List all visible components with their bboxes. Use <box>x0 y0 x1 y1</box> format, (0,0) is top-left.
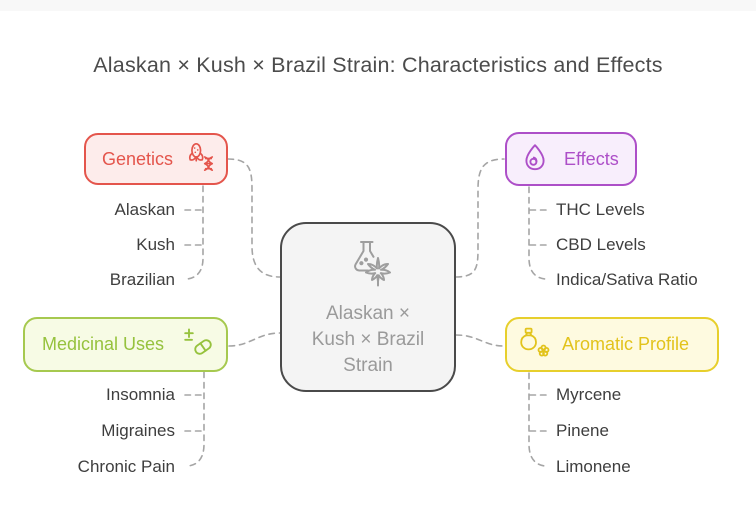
item-alaskan: Alaskan <box>114 200 175 219</box>
connector-effects-items <box>528 186 546 280</box>
item-thc-levels: THC Levels <box>556 200 645 219</box>
item-myrcene: Myrcene <box>556 385 622 404</box>
diagram-title: Alaskan × Kush × Brazil Strain: Characte… <box>93 53 663 77</box>
item-limonene: Limonene <box>556 457 631 476</box>
perfume-flower-icon <box>517 326 553 364</box>
item-kush: Kush <box>136 235 175 254</box>
center-node-line2: Kush × Brazil <box>311 328 425 350</box>
corn-dna-icon <box>184 141 216 178</box>
connector-center-effects <box>455 158 505 278</box>
item-pinene: Pinene <box>556 421 609 440</box>
connector-medicinal-items <box>187 371 205 467</box>
node-effects: Effects <box>505 132 637 186</box>
connector-genetics-items <box>186 185 204 280</box>
genetics-label: Genetics <box>102 148 174 169</box>
item-cbd-levels: CBD Levels <box>556 235 646 254</box>
node-medicinal: Medicinal Uses <box>23 317 228 372</box>
center-node-line1: Alaskan × <box>326 302 410 324</box>
flame-drop-icon <box>520 142 550 177</box>
item-insomnia: Insomnia <box>106 385 175 404</box>
item-brazilian: Brazilian <box>109 270 175 289</box>
flask-cannabis-icon <box>337 236 399 297</box>
connector-genetics-center <box>227 158 281 278</box>
pill-plus-minus-icon <box>180 326 216 363</box>
node-aromatic: Aromatic Profile <box>505 317 719 372</box>
connector-medicinal-center <box>228 332 281 347</box>
center-node-line3: Strain <box>343 354 393 376</box>
item-indica-sativa-ratio: Indica/Sativa Ratio <box>556 270 698 289</box>
item-chronic-pain: Chronic Pain <box>77 457 175 476</box>
medicinal-label: Medicinal Uses <box>42 334 165 354</box>
top-strip <box>0 0 756 11</box>
connector-center-aromatic <box>455 334 505 347</box>
item-migraines: Migraines <box>101 421 175 440</box>
aromatic-label: Aromatic Profile <box>562 334 690 354</box>
node-genetics: Genetics <box>84 133 228 185</box>
connector-aromatic-items <box>528 372 546 467</box>
node-center: Alaskan × Kush × Brazil Strain <box>280 222 456 392</box>
effects-label: Effects <box>564 148 619 169</box>
